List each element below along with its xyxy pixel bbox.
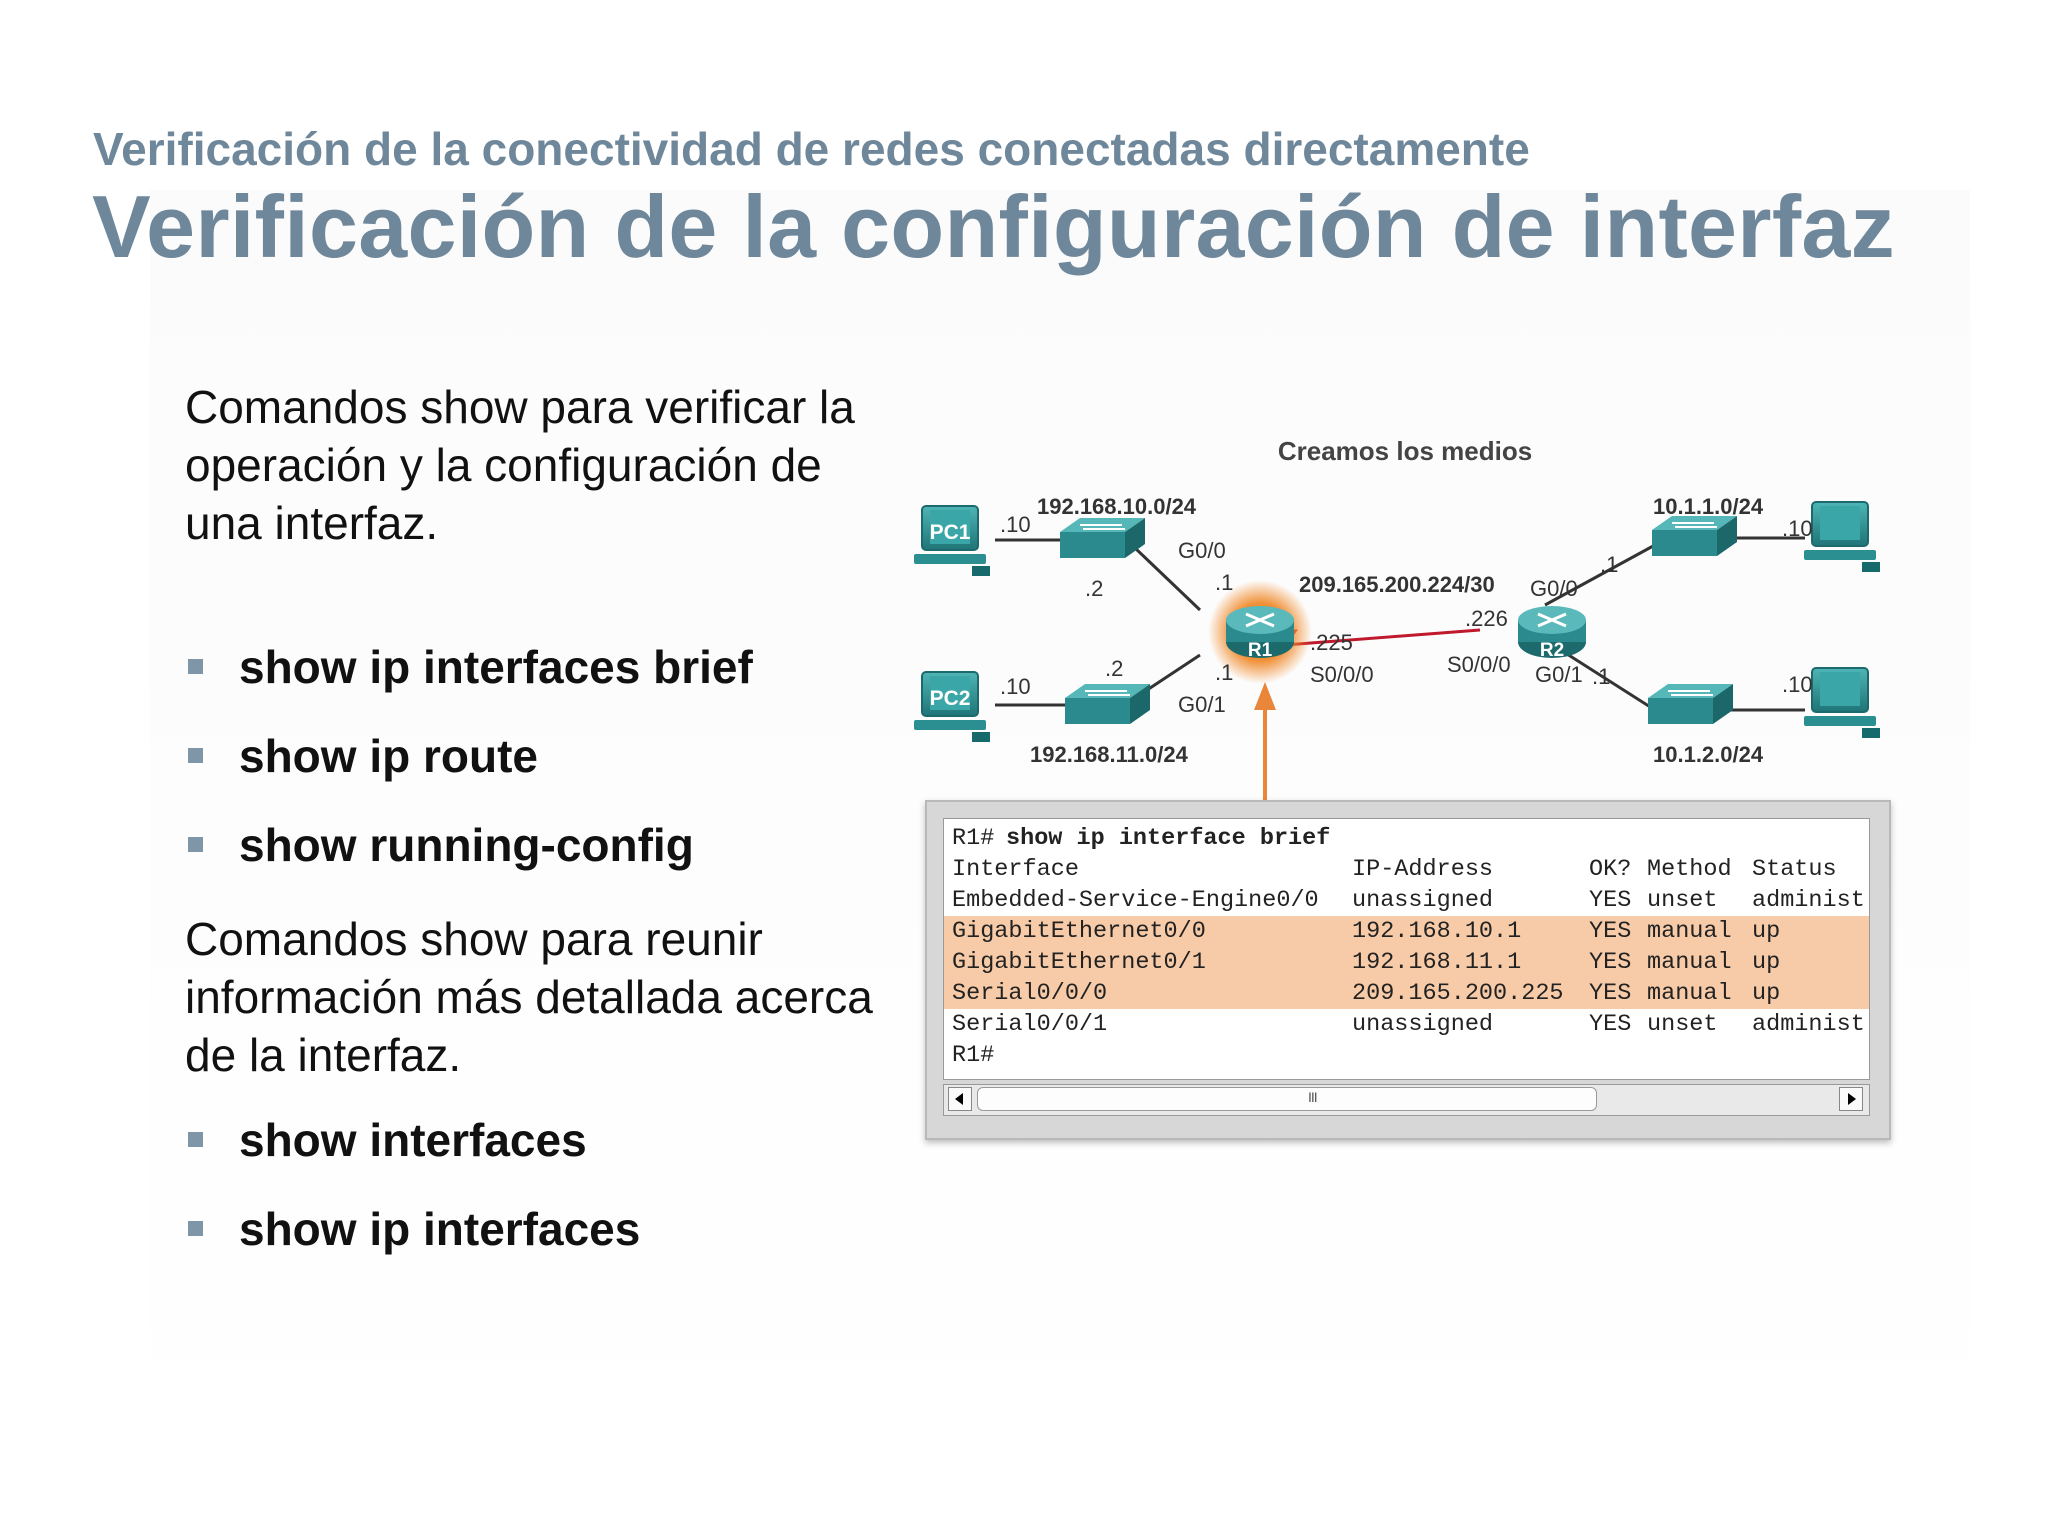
interface-label: S0/0/0 [1310,662,1374,687]
bullet-square-icon [188,748,203,764]
bullet-text: show running-config [239,819,694,871]
arrow-right-icon [1848,1093,1856,1105]
terminal-window: R1# show ip interface brief Interface IP… [925,800,1891,1140]
bullet-text: show interfaces [239,1114,587,1166]
switch-2 [1065,684,1150,724]
bullet-item: show interfaces [188,1113,587,1167]
network-topology-diagram: PC1 PC2 [914,436,1880,800]
prompt: R1# [952,825,995,852]
bullet-text: show ip interfaces brief [239,641,753,693]
interface-label: G0/1 [1178,692,1226,717]
bullet-square-icon [188,1221,203,1237]
scroll-thumb[interactable]: III [977,1087,1597,1111]
pc2: PC2 [914,671,990,742]
table-row: Embedded-Service-Engine0/0 unassigned YE… [952,887,1865,914]
host-label: .1 [1215,660,1233,685]
end-prompt-line: R1# [944,1040,1869,1071]
bullet-square-icon [188,837,203,853]
switch-4 [1648,684,1733,724]
table-row: Serial0/0/1 unassigned YES unset adminis… [952,1011,1865,1038]
interface-label: G0/0 [1530,576,1578,601]
scroll-left-button[interactable] [948,1087,972,1111]
pc1-label: PC1 [930,521,971,544]
column-header: Status [1752,856,1837,883]
host-label: .2 [1105,656,1123,681]
arrow-left-icon [955,1093,963,1105]
diagram-caption: Creamos los medios [1278,436,1532,466]
scroll-right-button[interactable] [1839,1087,1863,1111]
bullet-square-icon [188,659,203,675]
interface-label: G0/1 [1535,662,1583,687]
network-label-wan: 209.165.200.224/30 [1299,572,1495,597]
column-header: Method [1647,856,1732,883]
prompt: R1# [952,1042,995,1069]
slide-title: Verificación de la configuración de inte… [92,177,1895,276]
host-label: .225 [1310,630,1353,655]
pc4 [1804,667,1880,738]
network-label-lan1: 192.168.10.0/24 [1037,494,1197,519]
host-label: .10 [1782,516,1813,541]
scroll-grip: III [1308,1089,1318,1105]
router-r1: R1 [1208,580,1312,684]
column-header: Interface [952,856,1079,883]
interface-label: S0/0/0 [1447,652,1511,677]
bullet-text: show ip route [239,730,538,782]
pc2-label: PC2 [930,687,971,710]
bullet-item: show ip interfaces brief [188,640,753,694]
r2-label: R2 [1540,640,1564,661]
router-r2: R2 [1518,606,1586,661]
bullet-item: show running-config [188,818,694,872]
host-label: .1 [1600,552,1618,577]
network-label-lan4: 10.1.2.0/24 [1653,742,1764,767]
host-label: .10 [1000,674,1031,699]
table-row-highlighted: GigabitEthernet0/0 192.168.10.1 YES manu… [944,916,1869,947]
network-label-lan3: 10.1.1.0/24 [1653,494,1764,519]
host-label: .226 [1465,606,1508,631]
network-label-lan2: 192.168.11.0/24 [1030,742,1189,767]
switch-3 [1652,516,1737,556]
table-row-highlighted: GigabitEthernet0/1 192.168.11.1 YES manu… [944,947,1869,978]
switch-1 [1060,518,1145,558]
arrow-up-icon [1254,682,1276,710]
column-header: IP-Address [1352,856,1494,883]
interface-labels: .10 .2 G0/0 .1 .10 .2 G0/1 .1 .225 S0/0/… [1000,512,1813,717]
r1-label: R1 [1248,640,1273,661]
terminal-output[interactable]: R1# show ip interface brief Interface IP… [943,818,1870,1080]
host-label: .10 [1782,672,1813,697]
host-label: .1 [1215,570,1233,595]
bullet-text: show ip interfaces [239,1203,641,1255]
table-row-highlighted: Serial0/0/0 209.165.200.225 YES manual u… [944,978,1869,1009]
bullet-item: show ip route [188,729,538,783]
bullet-item: show ip interfaces [188,1202,640,1256]
bullet-square-icon [188,1132,203,1148]
command-line: R1# show ip interface brief [944,823,1869,854]
pc1: PC1 [914,505,990,576]
slide-subtitle: Verificación de la conectividad de redes… [93,123,1530,175]
column-header: OK? [1589,856,1632,883]
detail-paragraph: Comandos show para reunir información má… [185,913,873,1081]
table-header-row: Interface IP-Address OK? Method Status [944,854,1869,885]
intro-paragraph: Comandos show para verificar la operació… [185,381,855,549]
host-label: .1 [1592,664,1610,689]
interface-label: G0/0 [1178,538,1226,563]
host-label: .10 [1000,512,1031,537]
command-text: show ip interface brief [1006,825,1331,852]
host-label: .2 [1085,576,1103,601]
pc3 [1804,501,1880,572]
horizontal-scrollbar[interactable]: III [943,1084,1870,1116]
